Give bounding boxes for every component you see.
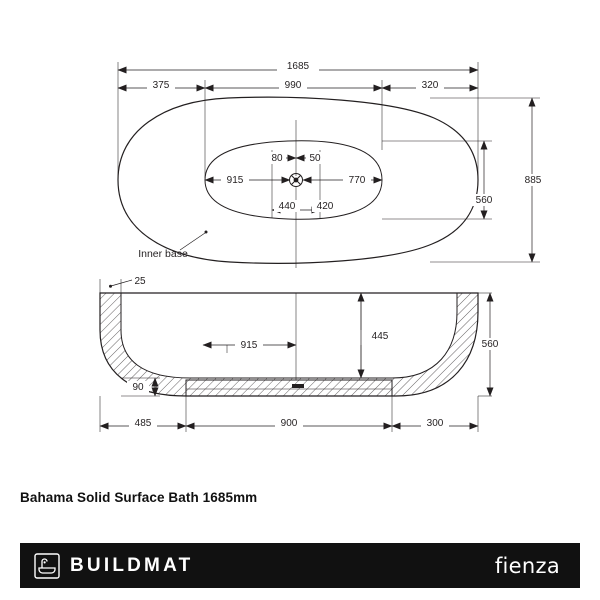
dim-section-base-height: 90 xyxy=(132,382,144,393)
buildmat-bath-icon xyxy=(34,552,60,579)
dim-section-right: 300 xyxy=(427,418,444,429)
dim-plan-waste-right: 50 xyxy=(309,153,321,164)
dim-plan-inner-left: 915 xyxy=(227,175,244,186)
footer-bar: BUILDMAT fienza xyxy=(20,543,580,588)
label-inner-base: Inner base xyxy=(138,248,188,260)
dim-plan-center: 990 xyxy=(285,80,302,91)
buildmat-wordmark: BUILDMAT xyxy=(70,554,194,576)
dim-section-inner-height: 445 xyxy=(372,331,389,342)
dim-plan-right: 320 xyxy=(422,80,439,91)
page-title: Bahama Solid Surface Bath 1685mm xyxy=(20,490,258,505)
fienza-wordmark: fienza xyxy=(494,553,560,578)
dim-section-rim-thickness: 25 xyxy=(134,276,146,287)
dim-plan-overall-length: 1685 xyxy=(287,61,310,72)
dim-section-overall-height: 560 xyxy=(482,339,499,350)
dim-plan-inner-right: 770 xyxy=(349,175,366,186)
dim-section-inner-left: 915 xyxy=(241,340,258,351)
dim-plan-waste-left: 80 xyxy=(271,153,283,164)
dim-plan-waste-down-left: 440 xyxy=(279,201,296,212)
dim-plan-waste-down-right: 420 xyxy=(317,201,334,212)
dim-plan-overall-width: 885 xyxy=(525,175,542,186)
dim-section-center: 900 xyxy=(281,418,298,429)
buildmat-brand: BUILDMAT xyxy=(34,552,194,579)
dim-plan-inner-width: 560 xyxy=(476,195,493,206)
drawing-area: 1685 375 990 320 885 560 915 770 80 50 xyxy=(99,61,542,432)
dim-section-left: 485 xyxy=(135,418,152,429)
dim-plan-left: 375 xyxy=(153,80,170,91)
